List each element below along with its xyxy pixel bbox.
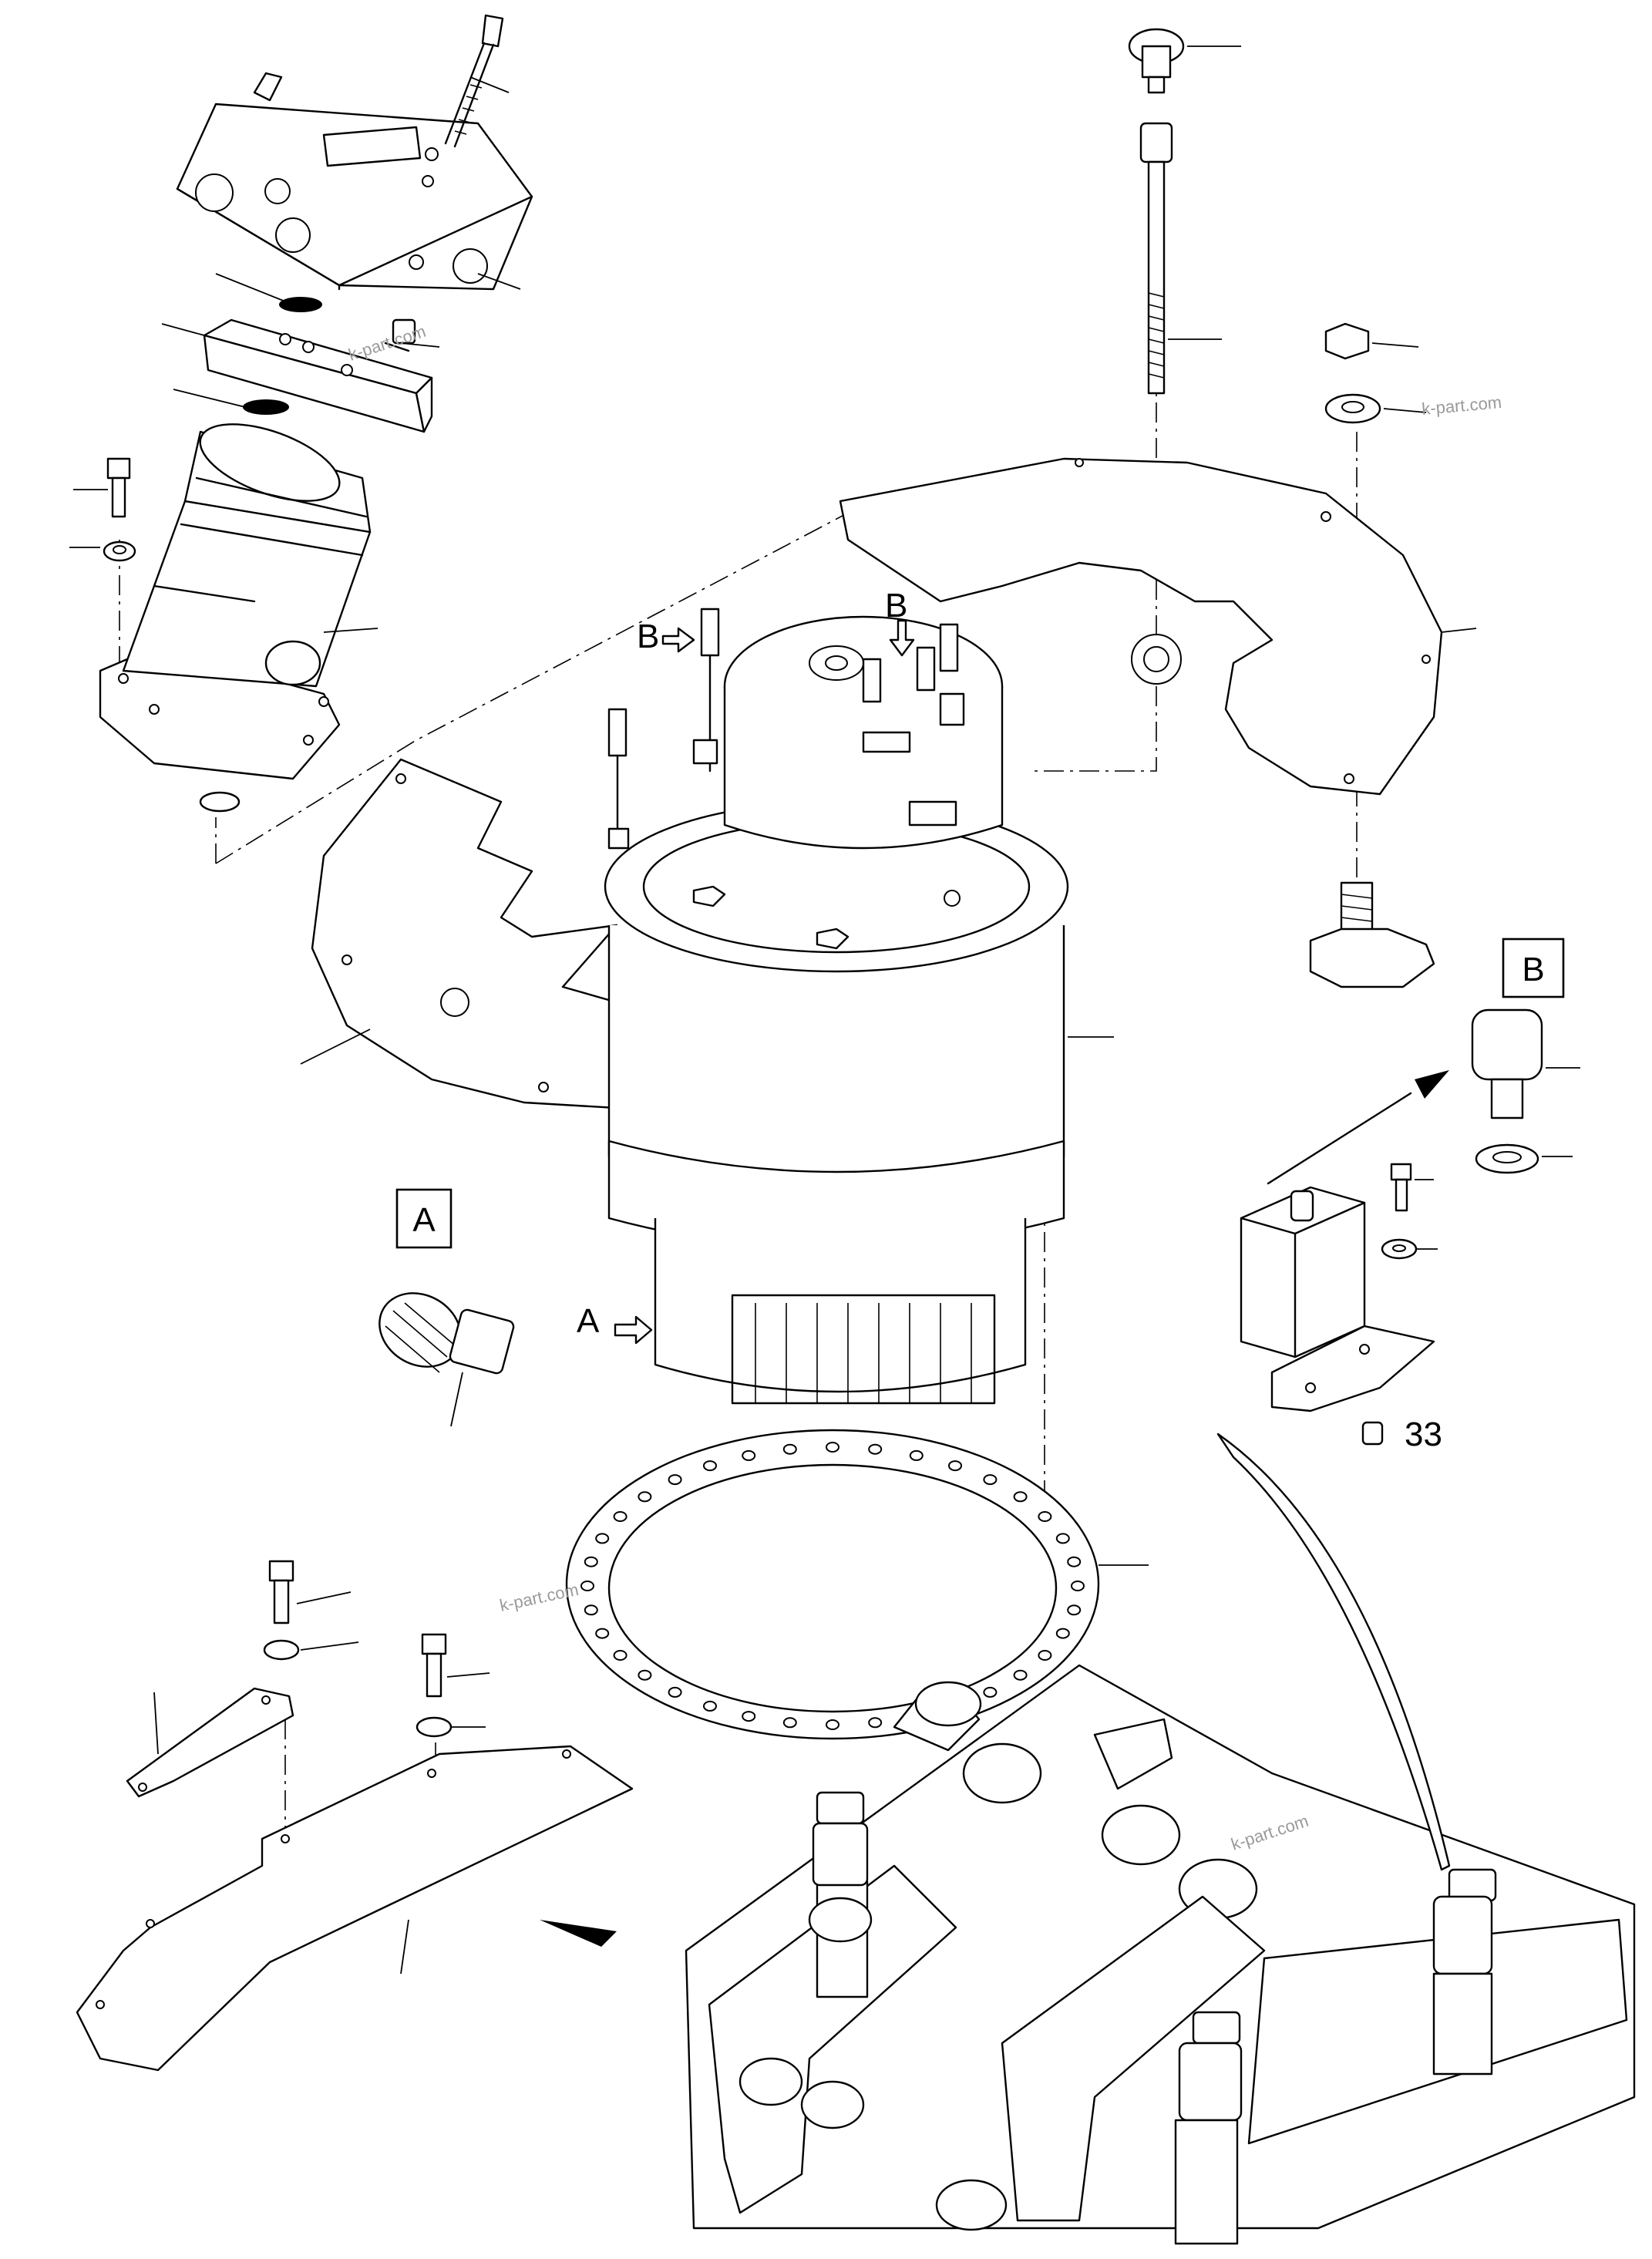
ring-bolt-hole (742, 1449, 756, 1461)
ring-bolt-hole (703, 1460, 717, 1472)
ring-bolt-hole (909, 1449, 924, 1461)
arrow-to-chassis-right (1216, 1432, 1451, 1871)
o-ring-lower (243, 399, 289, 415)
swing-gearbox (604, 615, 1069, 1405)
ring-bolt-hole (638, 1491, 652, 1503)
ring-bolt-hole (868, 1443, 883, 1455)
ring-bolt-hole (613, 1650, 627, 1661)
slewing-ring (565, 1429, 1100, 1740)
ring-bolt-hole (983, 1686, 998, 1698)
ring-bolt-hole (1055, 1628, 1070, 1639)
detail-b-bolt (1381, 1163, 1418, 1260)
ring-bolt-hole (782, 1717, 797, 1729)
large-plate (76, 1745, 634, 2072)
ring-bolt-hole (1013, 1669, 1028, 1681)
ring-bolt-hole (1013, 1491, 1028, 1503)
chassis-motor-2 (1432, 1868, 1497, 2076)
arrow-to-chassis-left (540, 1920, 617, 1947)
leader-lines (69, 45, 1580, 1975)
ring-bolt-hole (1067, 1556, 1082, 1567)
long-bolt (1139, 122, 1173, 395)
ring-bolt-hole (826, 1719, 839, 1730)
arrow-b-left-label: B (637, 618, 659, 655)
ring-bolt-hole (868, 1717, 883, 1729)
watermark-1: k-part.com (346, 322, 429, 365)
ring-bolt-hole (595, 1533, 610, 1544)
hydraulic-fittings (607, 608, 965, 850)
bolt-top-left (444, 14, 504, 148)
upper-frame (685, 1664, 1636, 2231)
breather-fitting (379, 1292, 515, 1427)
detail-a-box (395, 1188, 453, 1249)
ring-bolt-hole (1071, 1581, 1085, 1591)
ring-bolt-hole (1067, 1604, 1082, 1616)
detail-b-plug (1471, 1008, 1543, 1174)
knob-top (1128, 28, 1185, 94)
small-plate (126, 1687, 294, 1798)
ring-bolt-hole (595, 1628, 610, 1639)
ring-bolt-hole (584, 1556, 598, 1567)
chassis-motor-3 (1174, 2011, 1243, 2245)
watermark-3: k-part.com (498, 1580, 580, 1615)
item-33-label: 33 (1405, 1416, 1442, 1453)
ring-bolt-hole (742, 1711, 756, 1722)
arrow-b-left-icon (661, 627, 695, 653)
watermark-2: k-part.com (1421, 392, 1502, 419)
arrow-b-right-icon (889, 619, 915, 657)
ring-bolt-hole (983, 1474, 998, 1486)
valve-block (176, 72, 533, 291)
detail-a-label: A (412, 1201, 436, 1239)
arrow-a-label: A (577, 1302, 600, 1340)
ring-bolt-hole (584, 1604, 598, 1616)
detail-b-arrow-line (1267, 1092, 1412, 1185)
right-cover-plate (839, 457, 1443, 796)
bushing-33 (1361, 1421, 1384, 1446)
adapter-plate (203, 318, 433, 433)
ring-bolt-hole (703, 1700, 717, 1712)
detail-b-label: B (1522, 951, 1544, 988)
ring-bolt-hole (1038, 1650, 1052, 1661)
ring-bolt-hole (1055, 1533, 1070, 1544)
chassis-motor-1 (808, 1791, 873, 1998)
ring-bolt-hole (613, 1511, 627, 1522)
ring-bolt-hole (948, 1460, 962, 1472)
detail-b-box (1502, 938, 1565, 998)
ring-bolt-hole (1038, 1511, 1052, 1522)
bolt-lower-left-1 (263, 1560, 300, 1661)
ring-bolt-hole (668, 1686, 682, 1698)
bolt-motor-left (103, 457, 136, 562)
swing-motor (99, 423, 372, 813)
ring-bolt-hole (782, 1443, 797, 1455)
ring-bolt-hole (638, 1669, 652, 1681)
arrow-b-right-label: B (885, 587, 907, 625)
nut-and-washer-right (1324, 322, 1381, 424)
slewing-ring-holes (580, 1442, 1085, 1730)
ring-bolt-hole (668, 1474, 682, 1486)
ring-bolt-hole (826, 1442, 839, 1453)
detail-b-sensor-block (1240, 1186, 1435, 1412)
bolt-lower-left-2 (416, 1633, 453, 1738)
bottom-knob-right (1309, 881, 1435, 988)
arrow-a-icon (614, 1315, 653, 1345)
o-ring-upper (279, 297, 322, 312)
ring-bolt-hole (580, 1581, 594, 1591)
detail-b-arrow-head (1415, 1070, 1449, 1099)
